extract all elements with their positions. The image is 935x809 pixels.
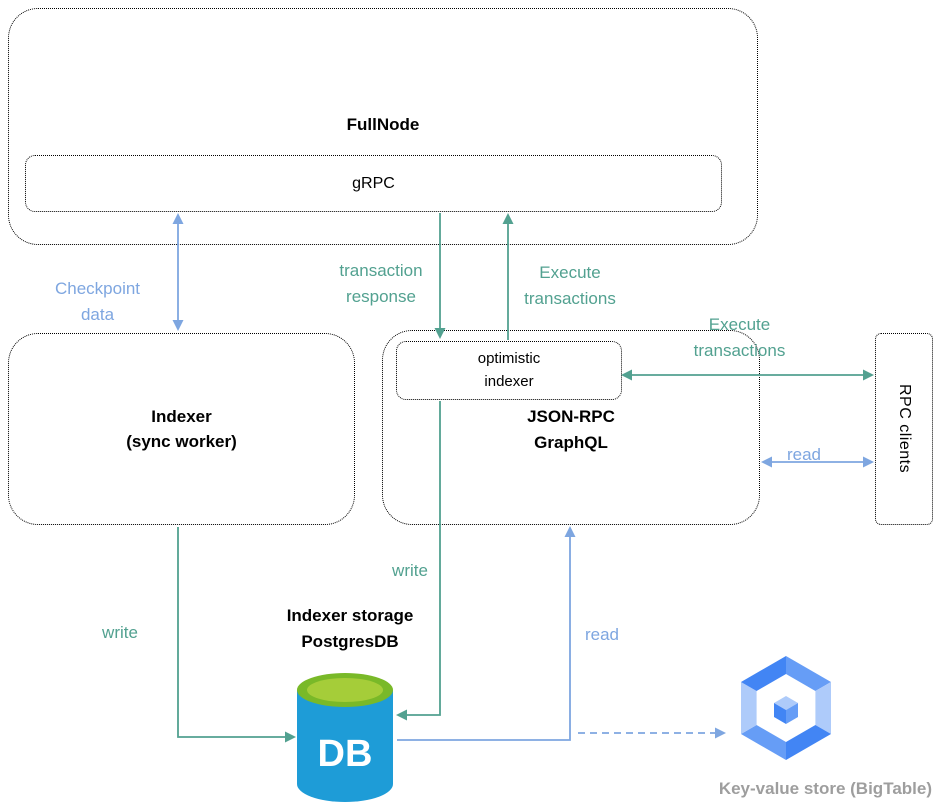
- database-icon: DB: [297, 673, 393, 802]
- edge-label-checkpoint-data: Checkpoint data: [54, 279, 141, 325]
- indexer-title: Indexer (sync worker): [126, 406, 237, 452]
- edge-label-execute-transactions-up: Execute transactions: [524, 263, 616, 309]
- db-to-bigtable-arrow: [578, 727, 726, 739]
- bigtable-cube-left: [774, 703, 786, 724]
- optimistic-indexer-node: optimistic indexer: [396, 341, 622, 400]
- fullnode-title: FullNode: [346, 115, 420, 134]
- db-label: DB: [318, 733, 373, 775]
- edge-label-read-clients: read: [786, 445, 822, 464]
- jsonrpc-title: JSON-RPC GraphQL: [527, 407, 615, 452]
- rpc-clients-node: RPC clients: [875, 333, 933, 525]
- bigtable-cube-right: [786, 703, 798, 724]
- grpc-node: gRPC: [25, 155, 722, 212]
- rpc-clients-label: RPC clients: [896, 384, 913, 474]
- edge-label-read-db: read: [584, 625, 620, 644]
- optimistic-indexer-label: optimistic indexer: [477, 350, 541, 390]
- db-cylinder-body: [297, 690, 393, 802]
- bigtable-icon: [741, 656, 831, 760]
- edge-label-execute-transactions-right: Execute transactions: [693, 315, 786, 361]
- grpc-label: gRPC: [352, 174, 395, 192]
- bigtable-caption: Key-value store (BigTable): [718, 779, 932, 798]
- indexer-node: Indexer (sync worker): [8, 333, 355, 525]
- edge-label-write-optimistic: write: [392, 561, 428, 580]
- indexer-storage-title: Indexer storage PostgresDB: [286, 606, 414, 651]
- edge-label-write-indexer: write: [102, 623, 138, 642]
- edge-label-transaction-response: transaction response: [339, 261, 423, 307]
- db-cylinder-top: [307, 678, 383, 702]
